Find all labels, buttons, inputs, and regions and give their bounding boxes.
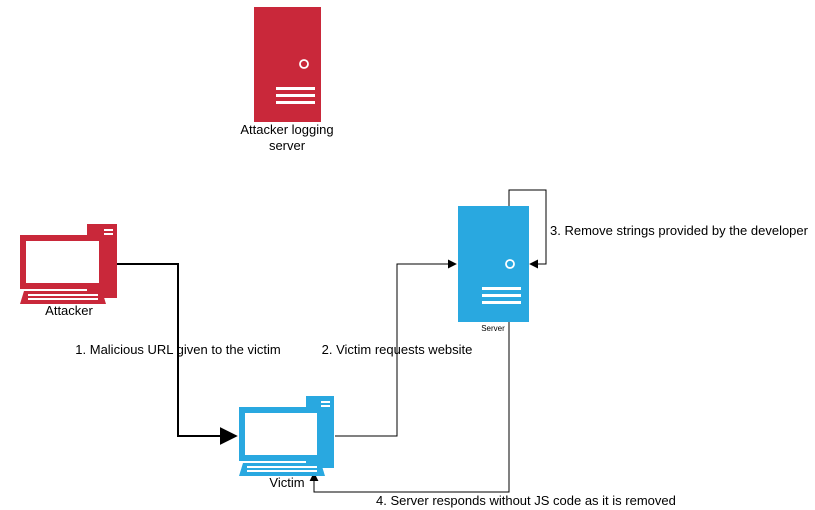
desktop-computer-icon — [239, 396, 334, 476]
edge-server-to-victim — [309, 322, 510, 493]
logging-server-label-line2: server — [269, 138, 306, 153]
edge-victim-to-server — [335, 259, 457, 437]
logging-server-label-line1: Attacker logging — [240, 122, 333, 137]
server-label: Server — [481, 324, 505, 333]
edge-label-step1: 1. Malicious URL given to the victim — [75, 342, 280, 357]
logging-server-node: Attacker logging server — [240, 7, 334, 153]
server-icon — [254, 7, 321, 122]
server-icon — [458, 206, 529, 322]
server-node: Server — [458, 206, 529, 333]
edge-server-self-loop — [508, 189, 547, 269]
edge-label-step2: 2. Victim requests website — [322, 342, 473, 357]
attacker-label: Attacker — [45, 303, 93, 318]
edge-label-step3: 3. Remove strings provided by the develo… — [550, 223, 809, 238]
victim-label: Victim — [269, 475, 304, 490]
desktop-computer-icon — [20, 224, 117, 304]
attacker-node: Attacker — [20, 224, 117, 318]
edge-label-step4: 4. Server responds without JS code as it… — [376, 493, 676, 508]
victim-node: Victim — [239, 396, 334, 490]
edge-attacker-to-victim — [116, 263, 238, 445]
